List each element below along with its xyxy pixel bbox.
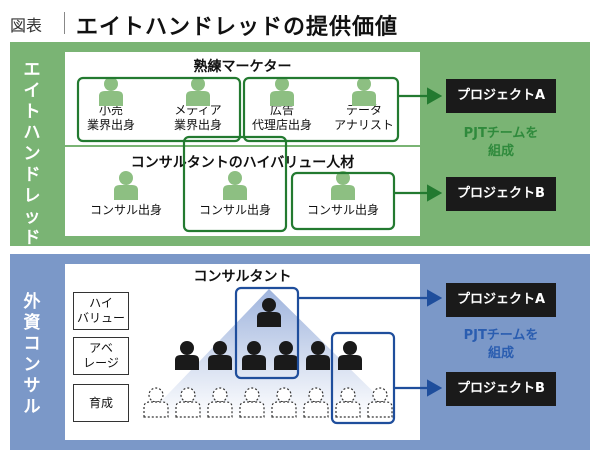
marketer-figure (186, 77, 210, 106)
level-training: 育成 (73, 384, 129, 422)
pjt-team-formation-label: PJTチームを 組成 (463, 126, 539, 159)
team-b-consultant-box (290, 171, 396, 231)
team-a-marketer-box (76, 76, 242, 143)
marketer-figure (270, 77, 294, 106)
title-divider (64, 12, 65, 34)
level-high-value: ハイ バリュー (73, 292, 129, 330)
consultant-title: コンサルタント (193, 269, 292, 285)
team-a-consultant-box (182, 135, 288, 233)
consultant-origin-label: コンサル出身 (198, 203, 271, 217)
team-b-marketer-box (242, 76, 400, 143)
marketer-data-analyst-label: データ アナリスト (334, 103, 394, 132)
eighthundred-side-label: エイトハンドレッド (23, 60, 41, 248)
project-b-box: プロジェクトB (446, 177, 556, 211)
consultant-figure (223, 171, 247, 200)
high-value-consultant-title: コンサルタントのハイバリュー人材 (130, 155, 355, 171)
marketer-retail-label: 小売 業界出身 (86, 103, 135, 132)
marketer-figure (99, 77, 123, 106)
marketer-figure (352, 77, 376, 106)
consultant-origin-label: コンサル出身 (89, 203, 162, 217)
project-b-box: プロジェクトB (446, 372, 556, 406)
team-b-blue-box (330, 331, 396, 425)
team-a-blue-box (234, 286, 300, 380)
project-a-box: プロジェクトA (446, 283, 556, 317)
skilled-marketer-title: 熟練マーケター (193, 59, 292, 75)
level-average: アベ レージ (73, 337, 129, 375)
marketer-ad-agency-label: 広告 代理店出身 (251, 103, 312, 132)
marketer-media-label: メディア 業界出身 (173, 103, 222, 132)
consultant-origin-label: コンサル出身 (306, 203, 379, 217)
figure-label: 図表 (10, 16, 43, 35)
foreign-consulting-side-label: 外資コンサル (23, 292, 41, 417)
consultant-figure (114, 171, 138, 200)
page-title: エイトハンドレッドの提供価値 (76, 15, 399, 40)
consultant-figure (331, 171, 355, 200)
pjt-team-formation-label: PJTチームを 組成 (463, 328, 539, 361)
project-a-box: プロジェクトA (446, 79, 556, 113)
consultant-pyramid (145, 289, 400, 418)
